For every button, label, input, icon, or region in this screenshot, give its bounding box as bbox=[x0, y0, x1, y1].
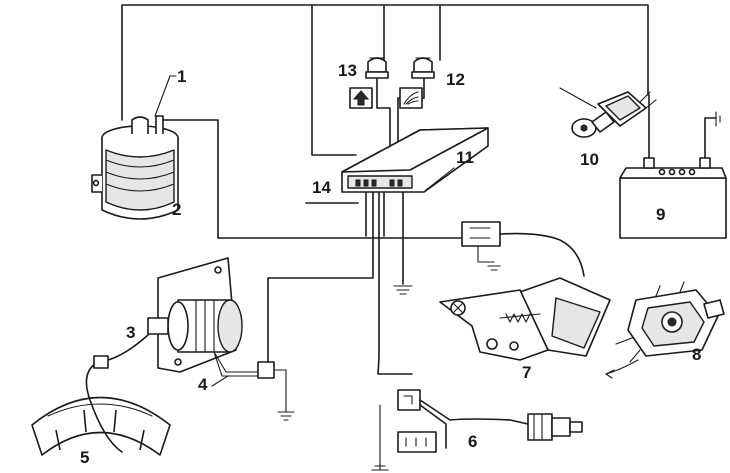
callout-2: 2 bbox=[172, 200, 181, 219]
callout-8: 8 bbox=[692, 345, 701, 364]
callout-labels: 1 2 3 4 5 6 7 8 9 10 11 12 13 14 bbox=[80, 61, 701, 467]
control-module bbox=[341, 127, 489, 193]
battery bbox=[619, 94, 727, 239]
callout-9: 9 bbox=[656, 205, 665, 224]
callout-13: 13 bbox=[338, 61, 357, 80]
warning-lamp-12 bbox=[411, 57, 435, 79]
upshift-arrow-icon bbox=[349, 87, 373, 109]
throttle-switch bbox=[439, 221, 611, 361]
callout-10: 10 bbox=[580, 150, 599, 169]
ignition-switch bbox=[571, 91, 657, 138]
callout-6: 6 bbox=[468, 432, 477, 451]
callout-3: 3 bbox=[126, 323, 135, 342]
carburetor bbox=[605, 281, 725, 379]
distributor-sensor bbox=[147, 257, 295, 421]
callout-1: 1 bbox=[177, 67, 186, 86]
temperature-sensor bbox=[371, 389, 583, 471]
callout-5: 5 bbox=[80, 448, 89, 467]
callout-4: 4 bbox=[198, 375, 208, 394]
distributor-cap bbox=[31, 334, 171, 456]
warning-lamp-13 bbox=[365, 57, 389, 79]
leader-lines bbox=[169, 75, 597, 191]
callout-7: 7 bbox=[522, 363, 531, 382]
callout-12: 12 bbox=[446, 70, 465, 89]
choke-icon bbox=[399, 87, 423, 109]
callout-14: 14 bbox=[312, 178, 331, 197]
ignition-coil bbox=[91, 75, 179, 220]
callout-11: 11 bbox=[456, 148, 474, 167]
